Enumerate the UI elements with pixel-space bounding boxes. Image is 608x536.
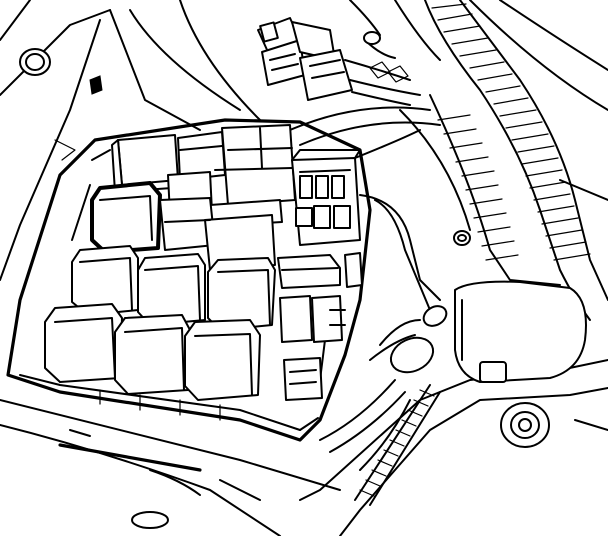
small-clip	[89, 75, 103, 95]
fender-panel-left	[0, 0, 261, 281]
mount-bolt-top-left	[19, 48, 51, 76]
mount-bolt-lower-right	[500, 402, 550, 448]
plug-latch	[479, 361, 507, 383]
corrugated-wiring-loom	[399, 0, 608, 321]
large-connector-plug	[389, 280, 587, 383]
small-bolt	[453, 230, 471, 246]
relay-row2-2	[137, 253, 206, 326]
relay-row3-3	[184, 319, 261, 401]
lower-body-panel	[0, 399, 341, 536]
relay-row2-3	[207, 257, 276, 331]
top-connector-cluster	[257, 17, 421, 106]
relay-row3-1	[44, 303, 123, 383]
fuse-section	[277, 149, 363, 401]
relay-middle-1	[159, 197, 276, 271]
relay-bold-outline	[90, 181, 162, 254]
relay-box-outline	[6, 118, 372, 442]
wrapped-lead	[354, 384, 441, 506]
relay-row3-2	[114, 314, 191, 395]
